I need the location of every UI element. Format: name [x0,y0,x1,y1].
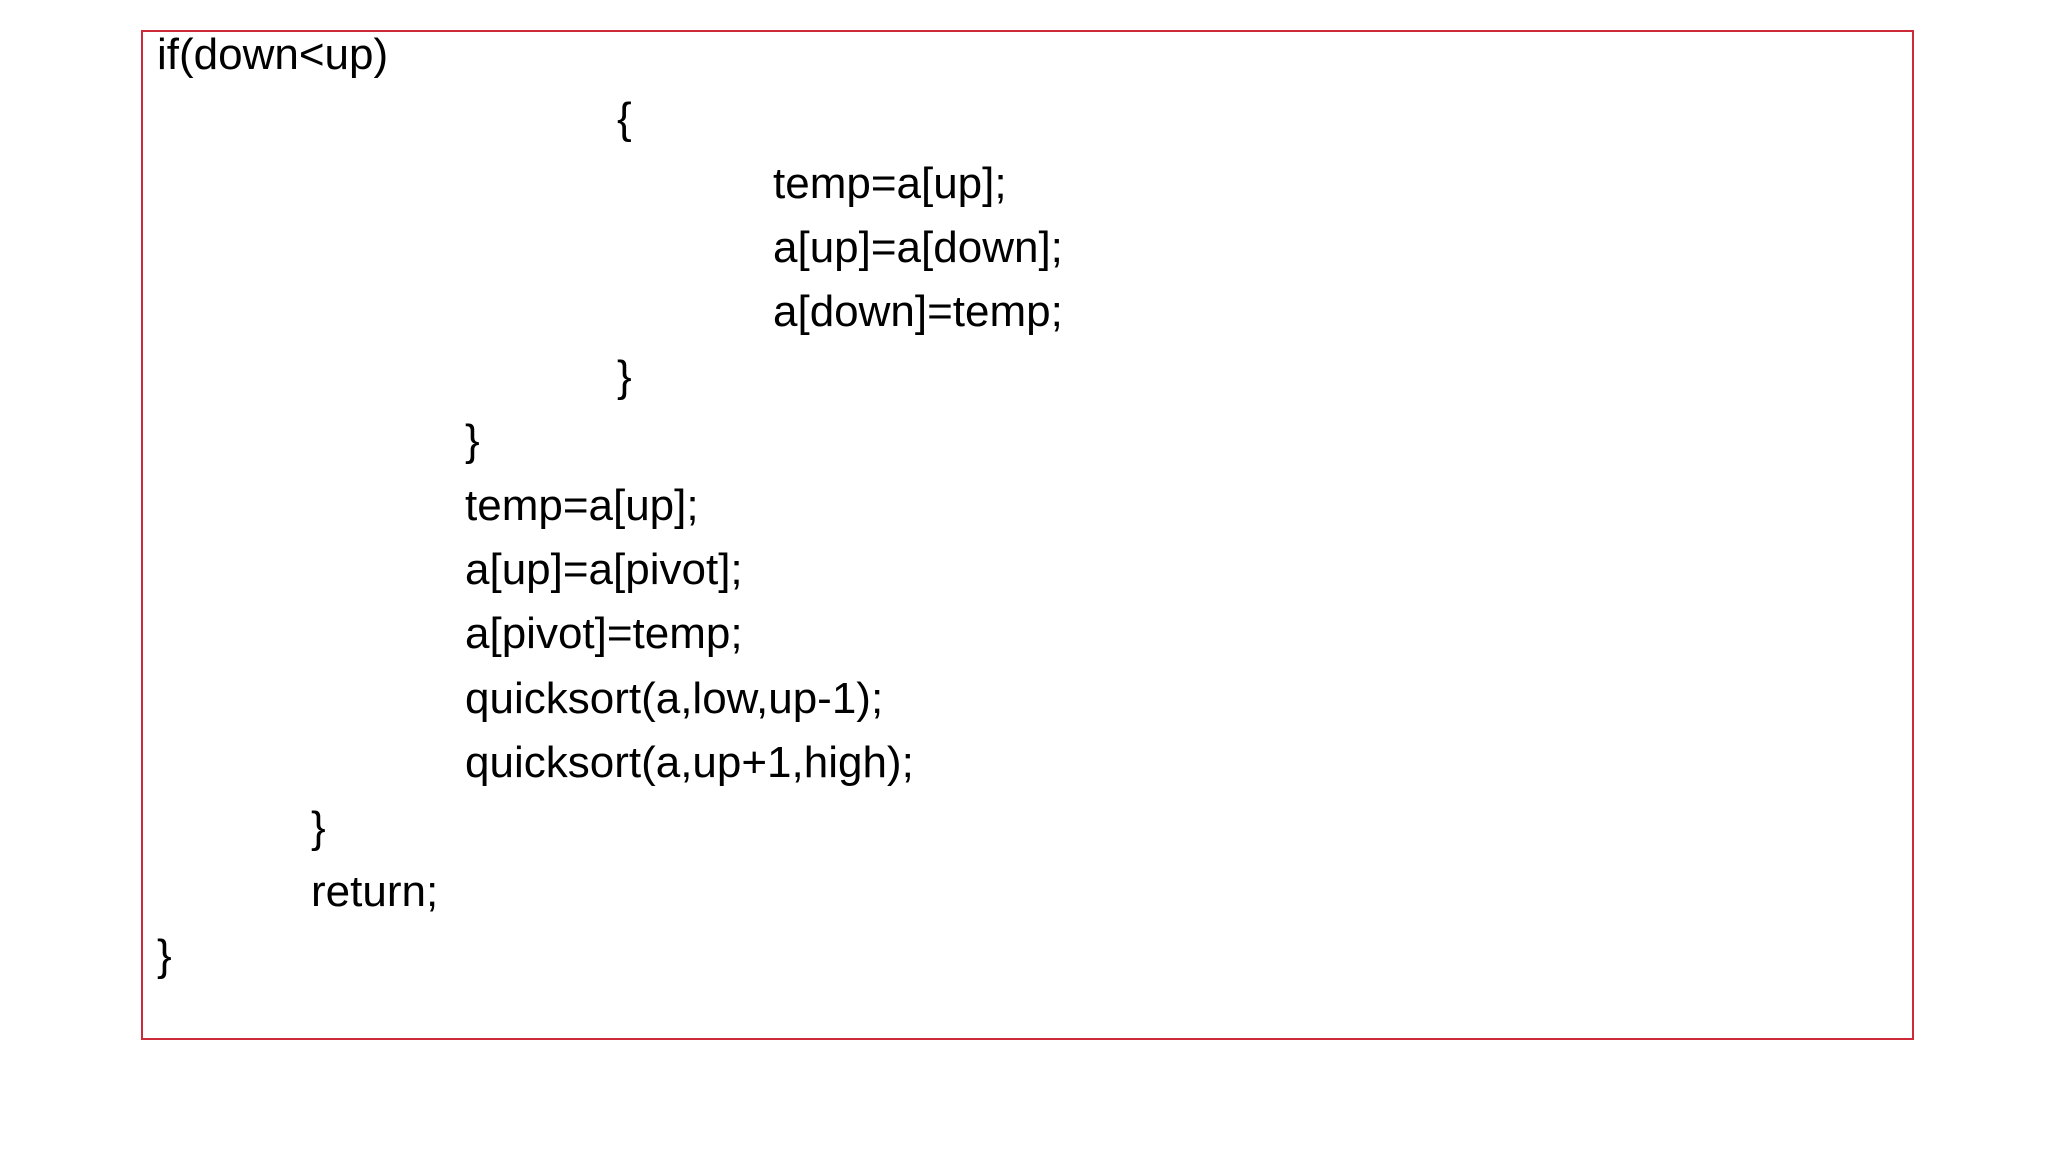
code-line-close-brace-loop: } [465,416,480,465]
code-line-return: return; [311,867,439,916]
code-line-if: if(down<up) [157,30,389,79]
code-line-close-brace-inner: } [617,352,632,401]
code-line-pivot-temp: a[pivot]=temp; [465,609,743,658]
code-line-swap-down: a[down]=temp; [773,287,1063,336]
code-line-quicksort-low: quicksort(a,low,up-1); [465,674,884,723]
code-line-up-pivot: a[up]=a[pivot]; [465,545,743,594]
code-line-quicksort-high: quicksort(a,up+1,high); [465,738,914,787]
code-line-temp-assign: temp=a[up]; [773,159,1007,208]
code-line-open-brace: { [617,94,632,143]
code-box [141,30,1914,1040]
code-line-close-brace-fn: } [157,931,172,980]
code-line-swap-up: a[up]=a[down]; [773,223,1063,272]
code-line-temp-up: temp=a[up]; [465,481,699,530]
code-line-close-brace-if: } [311,803,326,852]
